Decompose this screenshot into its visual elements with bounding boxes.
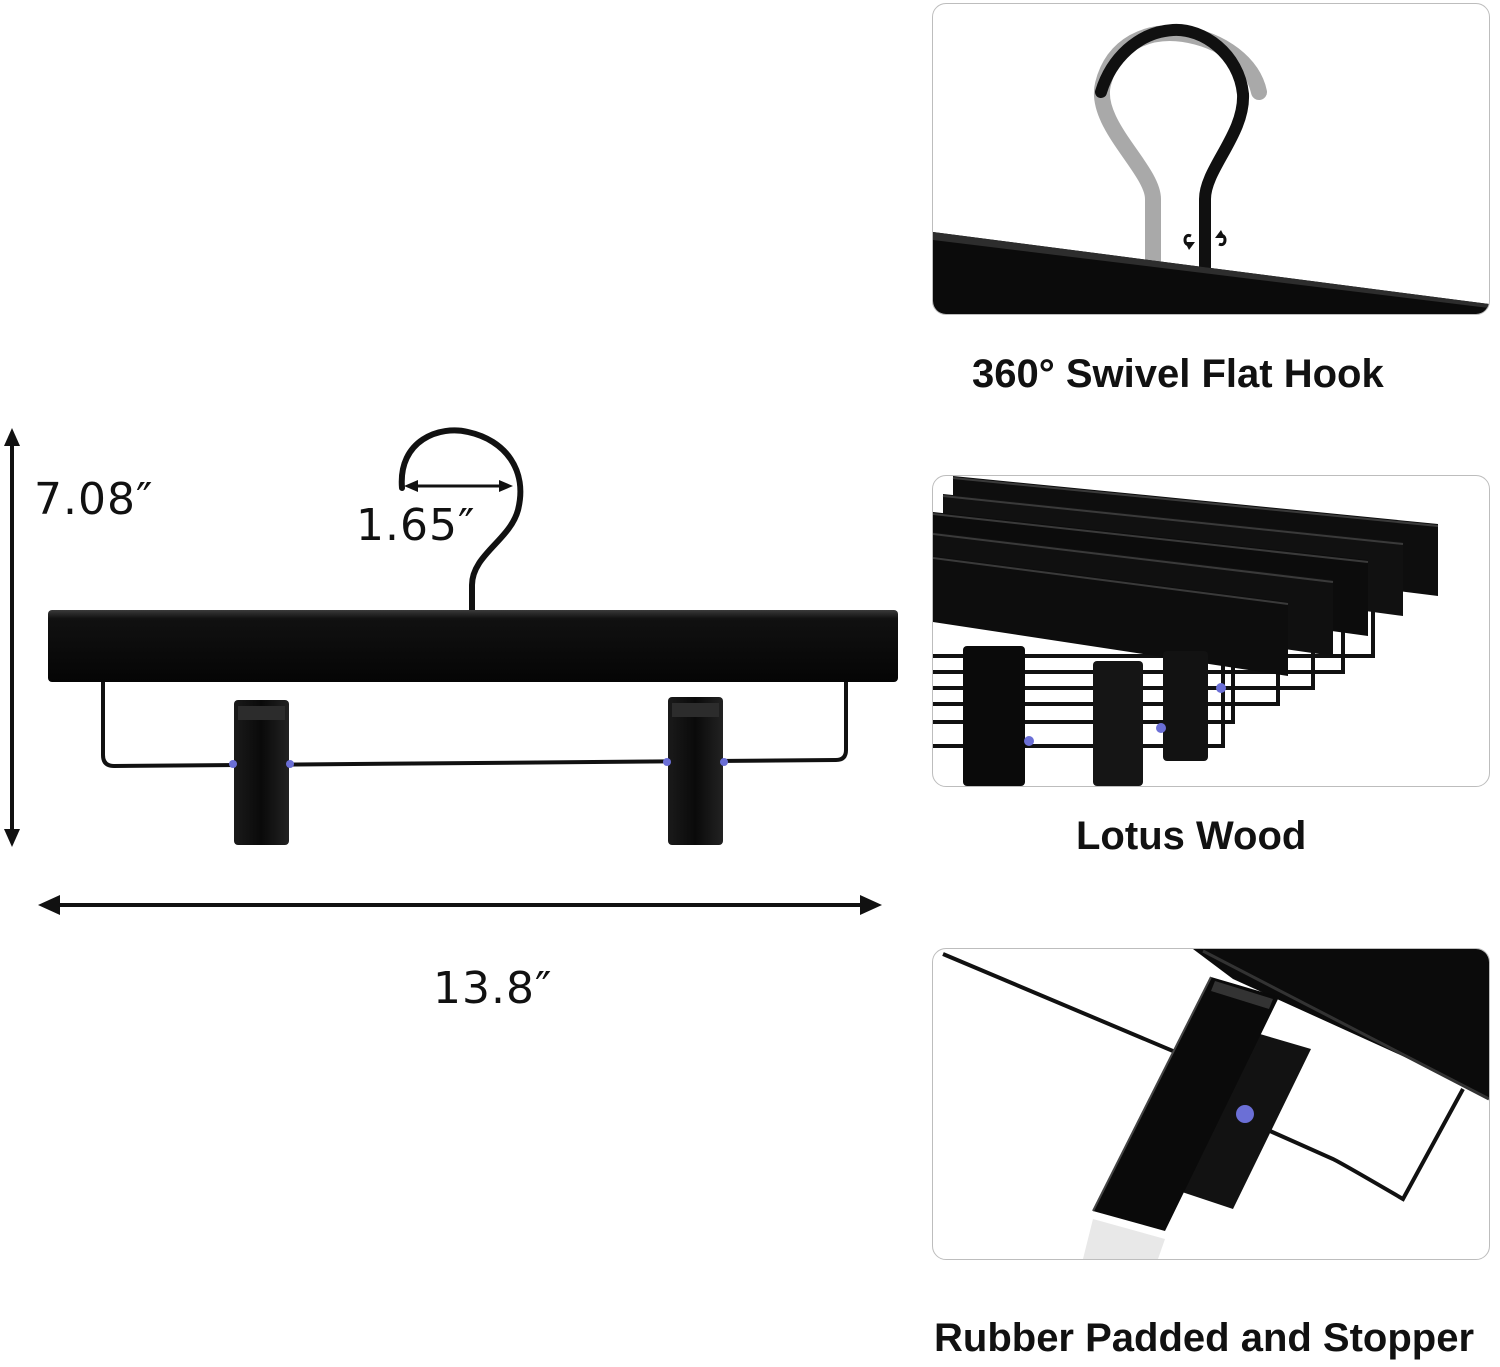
caption-rubber-padded: Rubber Padded and Stopper — [934, 1316, 1475, 1360]
rubber-clip-image — [942, 949, 1489, 1259]
length-label: 13.8″ — [433, 963, 553, 1014]
feature-panel-swivel-hook — [932, 3, 1490, 315]
feature-panel-lotus-wood — [932, 475, 1490, 787]
feature-panel-rubber-padded — [932, 948, 1490, 1260]
rotate-arrows-icon — [1183, 230, 1227, 250]
clip-right — [663, 697, 728, 845]
swivel-hook-image — [933, 23, 1489, 314]
wire-bar — [101, 682, 848, 769]
caption-lotus-wood: Lotus Wood — [1076, 814, 1307, 858]
clip-left — [229, 700, 294, 845]
height-arrow — [4, 428, 20, 847]
length-arrow — [38, 895, 882, 915]
stacked-hangers-image — [933, 476, 1439, 786]
height-label: 7.08″ — [34, 474, 154, 525]
wooden-bar — [48, 610, 898, 682]
hook — [398, 427, 524, 615]
hanger-dimension-figure: 7.08″ 1.65″ 13.8″ — [4, 427, 898, 1014]
hanger-illustration — [4, 427, 898, 915]
hook-width-label: 1.65″ — [356, 500, 476, 551]
caption-swivel-hook: 360° Swivel Flat Hook — [972, 352, 1384, 396]
